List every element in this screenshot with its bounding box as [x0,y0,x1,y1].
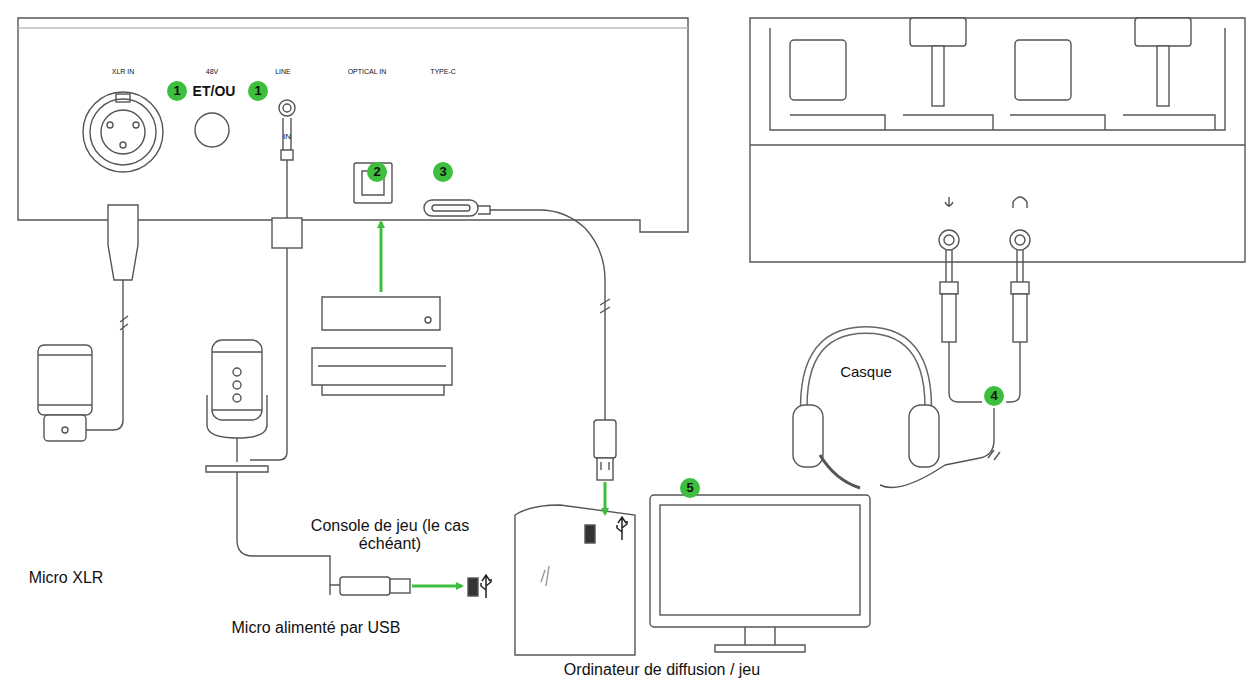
callout-number: 5 [686,481,693,496]
callout-number: 1 [173,84,180,99]
device-label: Micro alimenté par USB [231,619,401,637]
callout-number: 4 [990,389,997,404]
callout-number: 3 [439,165,446,180]
device-label: Casque [840,363,892,380]
device-label: Ordinateur de diffusion / jeu [564,661,760,679]
port-label: TYPE-C [430,68,456,76]
port-label: LINE [275,68,291,76]
port-label: OPTICAL IN [348,68,387,76]
connector-word: ET/OU [193,83,236,99]
device-label: Console de jeu (le cas échéant) [305,517,475,554]
device-label: Micro XLR [29,569,104,587]
port-label: IN [283,132,291,141]
port-label: 48V [206,68,218,76]
port-label: XLR IN [112,68,135,76]
callout-number: 2 [373,165,380,180]
callout-number: 1 [254,84,261,99]
